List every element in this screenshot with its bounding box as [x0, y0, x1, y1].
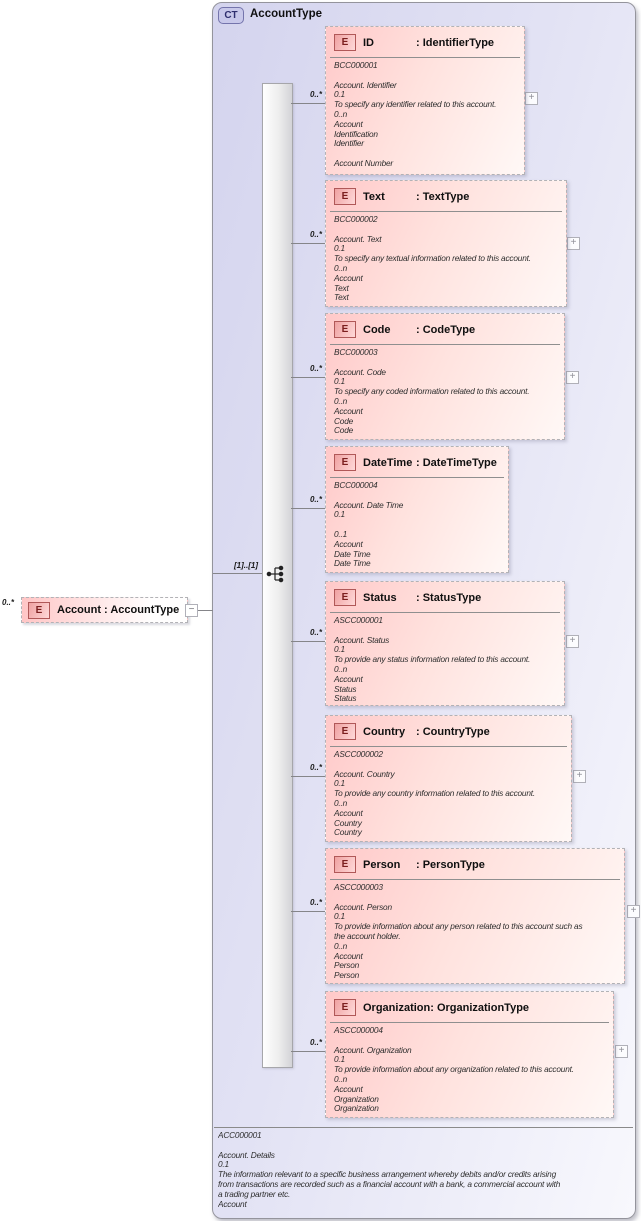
cardinality-label: 0..*	[309, 495, 322, 504]
element-annotation: ASCC000001 Account. Status 0.1 To provid…	[334, 615, 531, 704]
element-type: : DateTimeType	[416, 456, 497, 469]
header-separator	[330, 344, 560, 345]
element-name: Person	[363, 858, 401, 871]
expand-icon[interactable]: +	[566, 635, 579, 648]
cardinality-label: 0..*	[309, 898, 322, 907]
element-type: : IdentifierType	[416, 36, 495, 49]
collapse-icon[interactable]: −	[185, 604, 198, 617]
connector-line	[291, 377, 325, 378]
element-type: : StatusType	[416, 591, 482, 604]
element-box-person[interactable]: E Person : PersonType ASCC000003 Account…	[325, 848, 625, 984]
complex-type-icon: CT	[218, 7, 244, 24]
element-icon: E	[334, 34, 356, 51]
cardinality-label: 0..*	[309, 1038, 322, 1047]
element-type: : TextType	[416, 190, 470, 203]
element-name: Text	[363, 190, 385, 203]
connector-line	[198, 610, 213, 611]
expand-icon[interactable]: +	[615, 1045, 628, 1058]
header-separator	[330, 612, 560, 613]
expand-icon[interactable]: +	[573, 770, 586, 783]
connector-line	[291, 508, 325, 509]
element-box-text[interactable]: E Text : TextType BCC000002 Account. Tex…	[325, 180, 567, 307]
header-separator	[330, 211, 562, 212]
header-separator	[330, 879, 620, 880]
element-type: : OrganizationType	[430, 1001, 530, 1014]
connector-line	[291, 641, 325, 642]
header-separator	[330, 477, 504, 478]
element-icon: E	[334, 188, 356, 205]
element-header: E Code : CodeType	[326, 314, 564, 340]
element-header: E Country : CountryType	[326, 716, 571, 742]
header-separator	[330, 57, 520, 58]
element-icon: E	[334, 999, 356, 1016]
expand-icon[interactable]: +	[525, 92, 538, 105]
element-name: Status	[363, 591, 397, 604]
cardinality-label: 0..*	[309, 230, 322, 239]
element-icon: E	[334, 321, 356, 338]
annotation-separator	[214, 1127, 633, 1128]
expand-icon[interactable]: +	[627, 905, 640, 918]
cardinality-label: 0..*	[309, 628, 322, 637]
element-icon: E	[334, 589, 356, 606]
element-header: E Person : PersonType	[326, 849, 624, 875]
element-box-datetime[interactable]: E DateTime : DateTimeType BCC000004 Acco…	[325, 446, 509, 573]
expand-icon[interactable]: +	[566, 371, 579, 384]
element-name: ID	[363, 36, 374, 49]
element-annotation: BCC000002 Account. Text 0.1 To specify a…	[334, 214, 531, 303]
occurrence-label: [1]..[1]	[234, 561, 258, 570]
header-separator	[330, 1022, 609, 1023]
element-icon: E	[334, 454, 356, 471]
root-element-label: Account : AccountType	[57, 604, 180, 616]
complex-type-title: AccountType	[250, 8, 322, 20]
complex-type-annotation: ACC000001 Account. Details 0.1 The infor…	[218, 1131, 561, 1209]
element-box-country[interactable]: E Country : CountryType ASCC000002 Accou…	[325, 715, 572, 842]
element-name: Code	[363, 323, 391, 336]
root-element-box[interactable]: E Account : AccountType	[21, 597, 188, 623]
element-type: : CountryType	[416, 725, 490, 738]
element-name: DateTime	[363, 456, 413, 469]
sequence-compositor-icon[interactable]	[266, 565, 286, 583]
sequence-bar	[262, 83, 293, 1068]
connector-line	[291, 1051, 325, 1052]
element-annotation: ASCC000003 Account. Person 0.1 To provid…	[334, 882, 583, 981]
element-header: E Text : TextType	[326, 181, 566, 207]
element-box-id[interactable]: E ID : IdentifierType BCC000001 Account.…	[325, 26, 525, 175]
connector-line	[291, 103, 325, 104]
element-icon: E	[28, 601, 50, 619]
element-header: E DateTime : DateTimeType	[326, 447, 508, 473]
cardinality-label: 0..*	[309, 763, 322, 772]
connector-line	[213, 573, 262, 574]
element-header: E Status : StatusType	[326, 582, 564, 608]
connector-line	[291, 243, 325, 244]
element-type: : CodeType	[416, 323, 476, 336]
element-annotation: BCC000003 Account. Code 0.1 To specify a…	[334, 347, 530, 436]
element-box-organization[interactable]: E Organization : OrganizationType ASCC00…	[325, 991, 614, 1118]
element-annotation: BCC000004 Account. Date Time 0.1 0..1 Ac…	[334, 480, 404, 569]
element-icon: E	[334, 723, 356, 740]
cardinality-label: 0..*	[309, 90, 322, 99]
element-icon: E	[334, 856, 356, 873]
element-box-code[interactable]: E Code : CodeType BCC000003 Account. Cod…	[325, 313, 565, 440]
expand-icon[interactable]: +	[567, 237, 580, 250]
connector-line	[291, 776, 325, 777]
connector-line	[291, 911, 325, 912]
element-annotation: BCC000001 Account. Identifier 0.1 To spe…	[334, 60, 497, 168]
element-type: : PersonType	[416, 858, 485, 871]
element-annotation: ASCC000004 Account. Organization 0.1 To …	[334, 1025, 574, 1114]
element-annotation: ASCC000002 Account. Country 0.1 To provi…	[334, 749, 535, 838]
element-header: E Organization : OrganizationType	[326, 992, 613, 1018]
cardinality-label: 0..*	[309, 364, 322, 373]
element-name: Country	[363, 725, 406, 738]
root-cardinality-label: 0..*	[2, 598, 15, 607]
element-name: Organization	[363, 1001, 431, 1014]
element-header: E ID : IdentifierType	[326, 27, 524, 53]
element-box-status[interactable]: E Status : StatusType ASCC000001 Account…	[325, 581, 565, 706]
header-separator	[330, 746, 567, 747]
